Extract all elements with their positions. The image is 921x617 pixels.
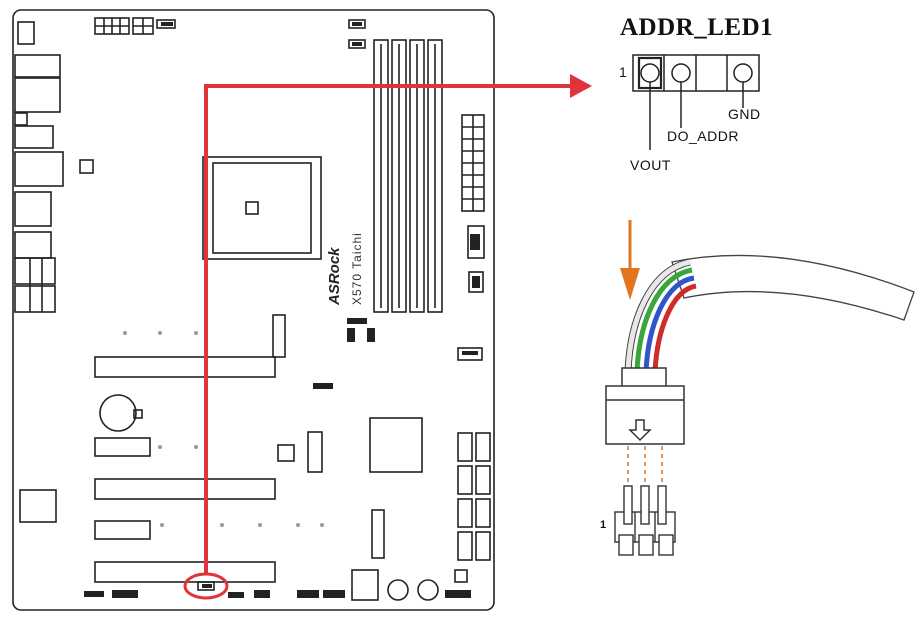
pcie-slot	[94, 356, 276, 378]
insert-arrow-head	[620, 268, 640, 300]
pcie-x1-slot	[94, 437, 151, 457]
pin-label-do-addr: DO_ADDR	[667, 128, 739, 144]
io-port	[14, 54, 61, 78]
m2-slot	[272, 314, 286, 358]
wire-red	[652, 283, 697, 373]
highlight-line	[204, 84, 570, 574]
wire-blue	[643, 275, 695, 373]
cpu-socket	[202, 156, 322, 260]
board-brand-logo: ASRock	[326, 247, 343, 305]
pcie-x1-slot	[94, 520, 151, 540]
highlight-arrowhead	[570, 74, 592, 98]
mounting-holes	[123, 331, 324, 527]
battery-clip	[133, 409, 143, 419]
usb-header	[467, 225, 485, 259]
pin-label-vout: VOUT	[630, 157, 671, 173]
io-port	[14, 112, 28, 126]
m2-slot	[371, 509, 385, 559]
cable-illustration	[605, 220, 915, 556]
button	[417, 579, 439, 601]
pinout-diagram	[632, 54, 760, 150]
io-port	[14, 77, 61, 113]
wire-green	[634, 267, 693, 373]
header-pin-one-label: 1	[600, 519, 607, 531]
wire-white	[625, 259, 691, 373]
io-port	[14, 151, 64, 187]
motherboard	[12, 9, 495, 611]
atx-power-connector	[461, 114, 485, 212]
pin-label-gnd: GND	[728, 106, 761, 122]
io-port	[14, 285, 56, 313]
cpu-power-connector	[94, 17, 176, 35]
pin-vout	[640, 63, 660, 83]
dimm-slots	[373, 39, 443, 313]
io-port	[14, 231, 52, 259]
addr-led-header	[197, 581, 215, 591]
board-outline	[12, 9, 495, 611]
chipset	[369, 417, 423, 473]
io-port	[14, 257, 56, 285]
cmos-battery	[99, 394, 137, 432]
io-port	[14, 125, 54, 149]
chip	[351, 569, 379, 601]
io-port	[79, 159, 94, 174]
connector-arrow-mark	[628, 419, 652, 442]
connector-body	[605, 385, 685, 445]
io-port	[14, 191, 52, 227]
pin-one-label: 1	[619, 64, 627, 80]
cable-sheath	[671, 254, 915, 321]
pin-gnd	[733, 63, 753, 83]
alignment-lines	[627, 446, 663, 484]
chip	[277, 444, 295, 462]
chip	[19, 489, 57, 523]
cpu-socket-inner	[212, 162, 312, 254]
header	[457, 347, 483, 361]
cpu-socket-mark	[245, 201, 259, 215]
header	[348, 19, 366, 29]
pin-do-addr	[671, 63, 691, 83]
header-pins	[614, 485, 676, 556]
header	[468, 271, 484, 293]
board-model-label: X570 Taichi	[350, 232, 364, 305]
io-port	[17, 21, 35, 45]
button	[387, 579, 409, 601]
connector-title: ADDR_LED1	[620, 14, 774, 41]
small-headers	[84, 22, 480, 598]
highlight-path	[183, 74, 592, 600]
pcie-slot	[94, 478, 276, 500]
sata-ports	[457, 432, 491, 561]
header	[348, 39, 366, 49]
pcie-slot	[94, 561, 276, 583]
chip	[454, 569, 468, 583]
m2-slot	[307, 431, 323, 473]
